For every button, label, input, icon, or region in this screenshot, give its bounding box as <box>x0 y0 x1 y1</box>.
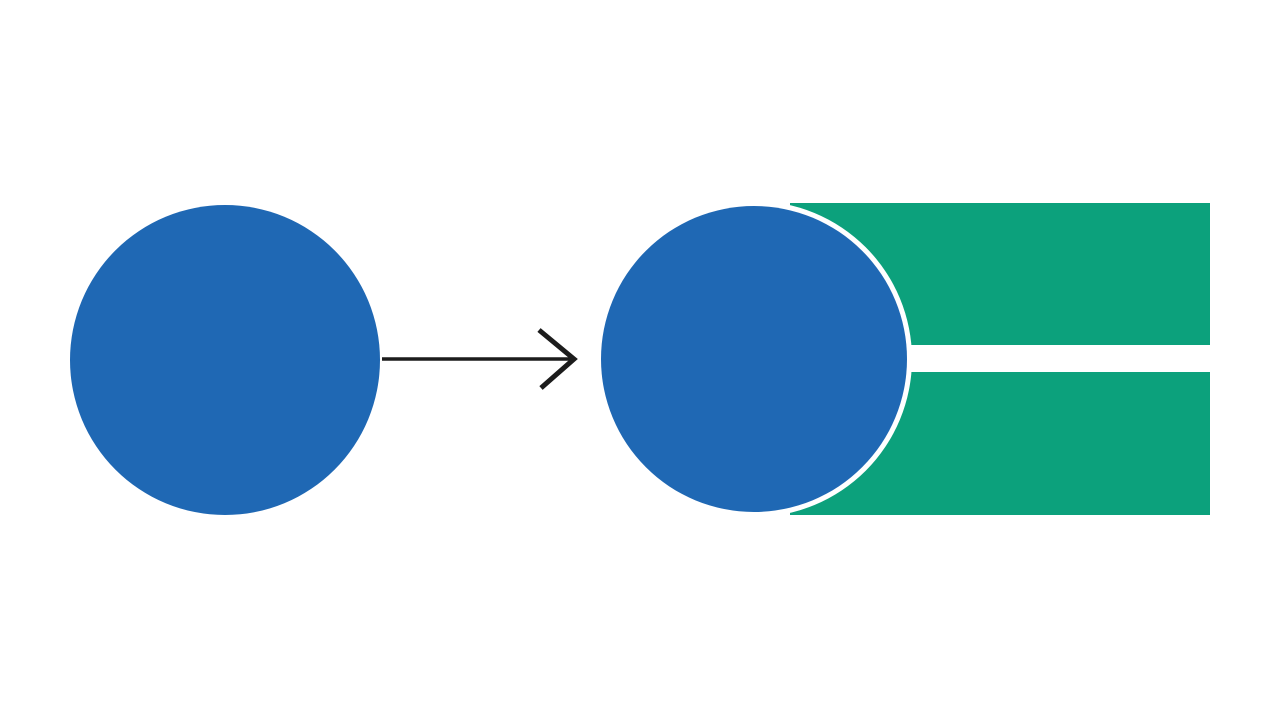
right-arrow-icon <box>382 328 578 390</box>
source-circle <box>70 205 380 515</box>
result-composite <box>596 201 1210 517</box>
arrow-head <box>537 328 578 390</box>
result-circle <box>601 206 907 512</box>
